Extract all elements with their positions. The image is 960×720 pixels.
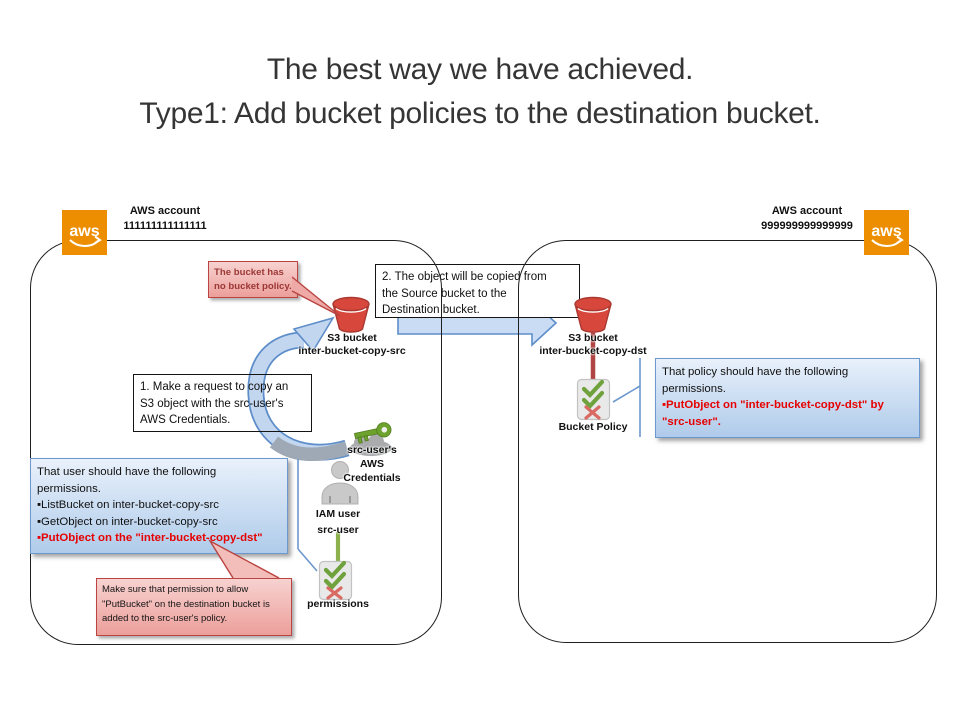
step1-box: 1. Make a request to copy an S3 object w… bbox=[133, 374, 312, 432]
perm-line: That user should have the following bbox=[37, 466, 217, 478]
key-icon bbox=[353, 422, 392, 444]
step1-line: 1. Make a request to copy an bbox=[140, 381, 289, 393]
slide-title: The best way we have achieved. Type1: Ad… bbox=[0, 48, 960, 136]
iam-user-line: IAM user bbox=[315, 508, 361, 520]
title-line-2: Type1: Add bucket policies to the destin… bbox=[139, 97, 821, 130]
s3-destination-bucket-icon bbox=[574, 296, 612, 333]
perm-line: ▪ListBucket on inter-bucket-copy-src bbox=[37, 499, 219, 512]
no-policy-callout-pointer bbox=[291, 276, 341, 317]
step2-line: Destination bucket. bbox=[382, 304, 480, 316]
credentials-label: src-user's AWS Credentials bbox=[337, 443, 407, 485]
aws-account-right-label: AWS account 999999999999999 bbox=[746, 204, 868, 234]
aws-logo-icon: aws bbox=[871, 223, 904, 247]
account-id: 999999999999999 bbox=[761, 220, 853, 232]
no-policy-callout: The bucket has no bucket policy. bbox=[208, 261, 298, 298]
title-line-1: The best way we have achieved. bbox=[266, 53, 694, 86]
permissions-label: permissions bbox=[307, 598, 369, 610]
policy-line: permissions. bbox=[662, 382, 726, 395]
make-sure-callout-pointer bbox=[208, 539, 280, 579]
policy-permissions-box: That policy should have the following pe… bbox=[655, 358, 920, 438]
source-bucket-title: S3 bucket bbox=[327, 332, 377, 344]
policy-line-red: ▪PutObject on "inter-bucket-copy-dst" by bbox=[662, 399, 884, 412]
step2-line: 2. The object will be copied from bbox=[382, 271, 547, 283]
step2-line: the Source bucket to the bbox=[382, 287, 507, 300]
iam-user-line: src-user bbox=[317, 524, 359, 536]
credentials-line: AWS bbox=[360, 458, 384, 470]
aws-logo: aws bbox=[864, 210, 909, 255]
permissions-card-icon bbox=[318, 560, 353, 601]
aws-account-left-label: AWS account 111111111111111 bbox=[104, 204, 226, 234]
policy-line-red: "src-user". bbox=[662, 415, 721, 428]
callout-line: added to the src-user's policy. bbox=[102, 613, 228, 624]
perm-line: ▪GetObject on inter-bucket-copy-src bbox=[37, 515, 218, 528]
step2-box: 2. The object will be copied from the So… bbox=[375, 264, 580, 318]
policy-box-leader-line bbox=[612, 358, 641, 437]
callout-line: The bucket has bbox=[214, 267, 284, 278]
svg-text:aws: aws bbox=[69, 223, 99, 240]
aws-logo: aws bbox=[62, 210, 107, 255]
callout-line: "PutBucket" on the destination bucket is bbox=[102, 598, 270, 610]
account-id: 111111111111111 bbox=[123, 220, 207, 232]
step1-line: AWS Credentials. bbox=[140, 414, 231, 426]
credentials-line: Credentials bbox=[343, 472, 401, 484]
dest-bucket-name: inter-bucket-copy-dst bbox=[539, 345, 647, 357]
perm-line: permissions. bbox=[37, 482, 101, 495]
s3-source-bucket-icon bbox=[332, 296, 370, 333]
aws-logo-icon: aws bbox=[69, 223, 102, 247]
callout-line: no bucket policy. bbox=[214, 280, 292, 292]
account-label: AWS account bbox=[771, 205, 843, 217]
credentials-line: src-user's bbox=[347, 444, 397, 456]
bucket-policy-label: Bucket Policy bbox=[558, 421, 628, 433]
account-label: AWS account bbox=[129, 205, 201, 217]
perm-line-red: ▪PutObject on the "inter-bucket-copy-dst… bbox=[37, 532, 263, 545]
svg-text:aws: aws bbox=[871, 223, 901, 240]
dest-bucket-title: S3 bucket bbox=[568, 332, 618, 344]
make-sure-callout: Make sure that permission to allow "PutB… bbox=[96, 578, 292, 636]
step1-line: S3 object with the src-user's bbox=[140, 397, 284, 410]
user-box-leader-line bbox=[297, 459, 318, 572]
bucket-policy-icon bbox=[576, 378, 611, 421]
source-bucket-name: inter-bucket-copy-src bbox=[298, 345, 406, 357]
callout-line: Make sure that permission to allow bbox=[102, 584, 249, 595]
iam-user-label: IAM user src-user bbox=[298, 506, 378, 538]
credentials-cloud-icon bbox=[350, 434, 392, 456]
policy-line: That policy should have the following bbox=[662, 366, 849, 378]
iam-user-icon bbox=[321, 461, 359, 505]
curved-arrow-icon bbox=[247, 316, 350, 461]
